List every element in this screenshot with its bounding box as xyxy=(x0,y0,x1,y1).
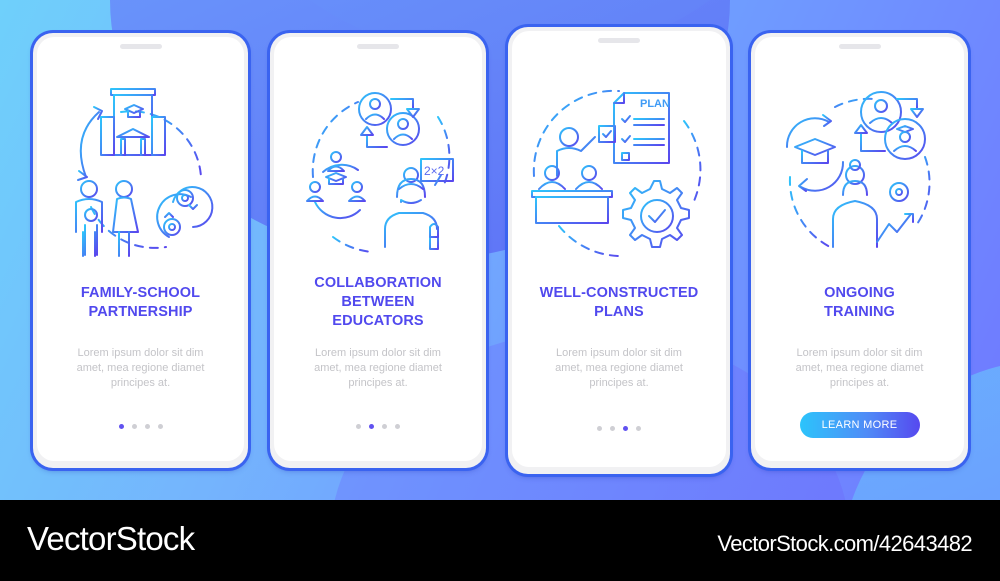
learn-more-button[interactable]: LEARN MORE xyxy=(799,412,920,438)
page-dot-1-active[interactable] xyxy=(118,424,124,429)
speaker-notch xyxy=(838,44,881,49)
screen-body: FAMILY-SCHOOL PARTNERSHIP Lorem ipsum do… xyxy=(37,37,244,461)
screen-description: Lorem ipsum dolor sit dim amet, mea regi… xyxy=(76,347,205,389)
page-dot-2[interactable] xyxy=(610,426,615,431)
onboarding-screen-collaboration: 2×2 COLLABORATION BETWEEN EDUCATORS Lore… xyxy=(270,33,486,468)
watermark-footer: VectorStock VectorStock.com/42643482 xyxy=(0,500,1000,581)
page-dot-4[interactable] xyxy=(395,424,400,429)
screen-title: WELL-CONSTRUCTED PLANS xyxy=(539,285,699,320)
screen-title: FAMILY-SCHOOL PARTNERSHIP xyxy=(80,285,201,320)
watermark-url: VectorStock.com/42643482 xyxy=(717,531,972,556)
ongoing-training-icon xyxy=(785,91,931,248)
svg-text:2×2: 2×2 xyxy=(424,164,445,178)
watermark-brand: VectorStock xyxy=(27,520,195,557)
speaker-notch xyxy=(357,44,399,49)
page-dot-3[interactable] xyxy=(382,424,387,429)
family-school-partnership-icon xyxy=(74,88,213,257)
page-dot-2[interactable] xyxy=(131,424,137,429)
collaboration-educators-icon: 2×2 xyxy=(306,92,454,253)
svg-text:PLAN: PLAN xyxy=(640,98,670,110)
screen-description: Lorem ipsum dolor sit dim amet, mea regi… xyxy=(795,347,924,389)
screen-body: PLAN WELL-CONSTRUCTED PLANS Lorem ipsum … xyxy=(512,31,726,467)
pagination-dots xyxy=(512,426,726,431)
onboarding-screen-family-school: FAMILY-SCHOOL PARTNERSHIP Lorem ipsum do… xyxy=(33,33,248,468)
screen-body: ONGOING TRAINING Lorem ipsum dolor sit d… xyxy=(755,37,964,461)
screen-body: 2×2 COLLABORATION BETWEEN EDUCATORS Lore… xyxy=(274,37,482,461)
screen-title: COLLABORATION BETWEEN EDUCATORS xyxy=(314,275,442,329)
page-dot-1[interactable] xyxy=(356,424,361,429)
background: FAMILY-SCHOOL PARTNERSHIP Lorem ipsum do… xyxy=(0,0,1000,500)
screen-title: ONGOING TRAINING xyxy=(824,285,895,320)
page-dot-1[interactable] xyxy=(597,426,602,431)
page-dot-2-active[interactable] xyxy=(369,424,374,429)
speaker-notch xyxy=(598,38,640,43)
pagination-dots xyxy=(37,424,244,429)
page-dot-3-active[interactable] xyxy=(623,426,628,431)
pagination-dots xyxy=(274,424,482,429)
well-constructed-plans-icon: PLAN xyxy=(531,89,702,258)
page-dot-4[interactable] xyxy=(636,426,641,431)
page-dot-3[interactable] xyxy=(144,424,150,429)
screen-description: Lorem ipsum dolor sit dim amet, mea regi… xyxy=(555,347,683,389)
onboarding-screen-plans: PLAN WELL-CONSTRUCTED PLANS Lorem ipsum … xyxy=(508,27,730,474)
onboarding-screen-training: ONGOING TRAINING Lorem ipsum dolor sit d… xyxy=(751,33,968,468)
page-dot-4[interactable] xyxy=(157,424,163,429)
speaker-notch xyxy=(119,44,162,49)
screen-description: Lorem ipsum dolor sit dim amet, mea regi… xyxy=(314,347,442,389)
